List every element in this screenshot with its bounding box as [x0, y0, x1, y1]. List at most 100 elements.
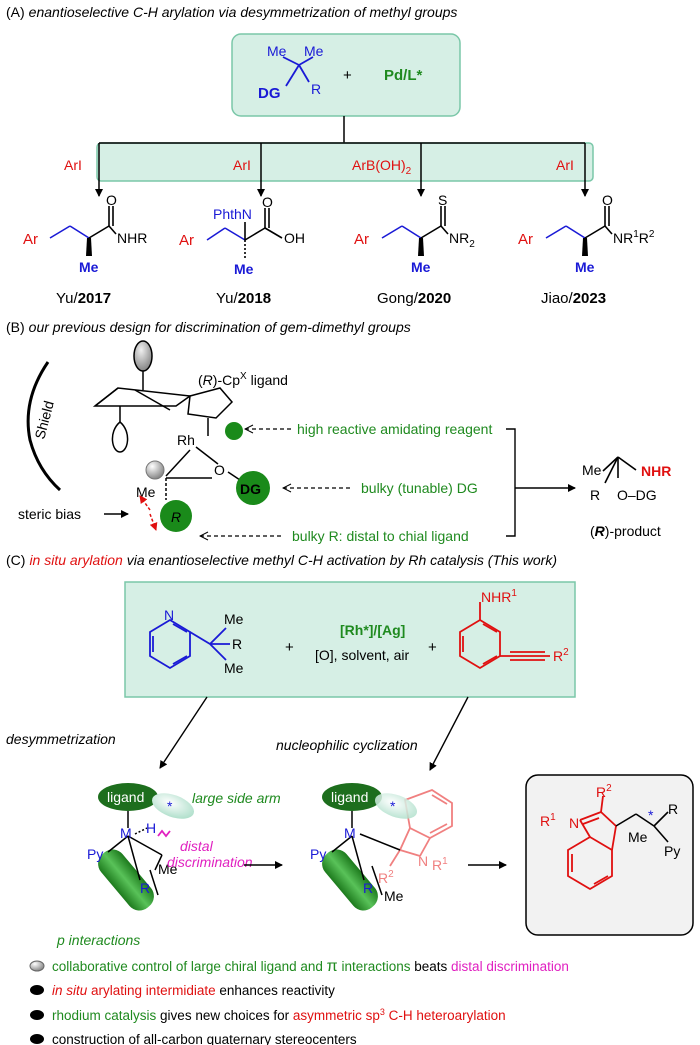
bullet-marker	[30, 1034, 44, 1044]
odg-label: O–DG	[617, 487, 657, 503]
shield-arc	[26, 361, 62, 492]
bullet-run: beats	[411, 959, 452, 974]
reagent-label: ArI	[64, 157, 82, 173]
o-label: O	[106, 192, 117, 208]
cp-label: (R)-CpX ligand	[198, 371, 288, 388]
discrimination-label: discrimination	[167, 854, 253, 870]
me-label: Me	[304, 43, 324, 59]
alkynyl-aniline	[459, 602, 550, 670]
r-label: R	[668, 801, 678, 817]
bullet-run: gives new choices for	[156, 1008, 293, 1023]
bullet-text: collaborative control of large chiral li…	[52, 958, 569, 975]
indole-product	[567, 795, 617, 891]
ligand-label: ligand	[107, 789, 144, 805]
me-label: Me	[267, 43, 287, 59]
me-label: Me	[411, 259, 431, 275]
bullet-run: enhances reactivity	[216, 983, 336, 998]
bullet-text: construction of all-carbon quaternary st…	[52, 1032, 357, 1045]
me-label: Me	[224, 611, 244, 627]
bullet-list: collaborative control of large chiral li…	[29, 958, 569, 1045]
arrow-desym	[159, 696, 208, 769]
cp-ligand	[92, 340, 234, 453]
r2-label: R2	[378, 869, 394, 886]
bullet-run: rhodium catalysis	[52, 1008, 157, 1023]
m-label: M	[120, 825, 132, 841]
rh-label: Rh	[177, 432, 195, 448]
catalyst-label: [Rh*]/[Ag]	[340, 622, 405, 638]
ar-label: Ar	[518, 231, 533, 248]
nhr1-label: NHR1	[481, 588, 517, 605]
pointer-lines	[200, 429, 350, 536]
py-label: Py	[310, 846, 326, 862]
oh-label: OH	[284, 230, 305, 246]
bullet-run: distal discrimination	[451, 959, 569, 974]
dg-ball	[236, 471, 270, 505]
distal-label: distal	[180, 838, 214, 854]
me-label: Me	[628, 829, 648, 845]
intermediate-2: N R1 R2 ligand * M Py Me R	[310, 783, 453, 911]
reagent-label: ArI	[556, 157, 574, 173]
shield-label: Shield	[31, 399, 57, 441]
ref-label: Yu/2017	[56, 290, 111, 307]
nhr-label: NHR	[641, 463, 671, 479]
bullet-marker	[30, 1010, 44, 1020]
me-label: Me	[158, 861, 178, 877]
star-label: *	[167, 798, 173, 814]
product-1: Ar O NHR Me	[23, 192, 147, 275]
r2-label: R2	[553, 647, 569, 664]
bullet-marker	[30, 985, 44, 995]
bullet-run: π	[327, 958, 338, 975]
bullet-run: C-H heteroarylation	[385, 1008, 506, 1023]
bullet-run: collaborative control of large chiral li…	[52, 959, 327, 974]
me-label: Me	[79, 259, 99, 275]
me-label: Me	[582, 462, 602, 478]
me-label: Me	[136, 484, 156, 500]
substrate-box	[231, 33, 461, 117]
n-label: N	[418, 853, 428, 869]
h-label: H	[146, 820, 156, 836]
branch-arrows	[95, 143, 589, 197]
bullet-run: construction of all-carbon quaternary st…	[52, 1032, 357, 1045]
n-label: N	[164, 607, 174, 623]
reagent-label: ArI	[233, 157, 251, 173]
r-label: R	[171, 509, 181, 525]
section-b-title: (B)our previous design for discriminatio…	[6, 319, 411, 335]
ref-label: Gong/2020	[377, 290, 451, 307]
note-dg: bulky (tunable) DG	[361, 480, 478, 496]
ar-label: Ar	[354, 231, 369, 248]
star-label: *	[390, 798, 396, 814]
amidating-reagent-ball	[225, 422, 243, 440]
pyridine-substrate	[149, 618, 230, 670]
reagent-label: ArB(OH)2	[352, 157, 412, 177]
reagent-bar	[96, 142, 594, 182]
me-label: Me	[224, 660, 244, 676]
desym-label: desymmetrization	[6, 731, 116, 747]
r-label: R	[140, 880, 150, 896]
bullet-text: in situ arylating intermidiate enhances …	[52, 983, 335, 998]
r-ball	[160, 500, 192, 532]
methyl-ball	[145, 460, 165, 480]
substrate-structure	[282, 56, 314, 87]
bias-arrow	[139, 495, 151, 511]
star-label: *	[648, 807, 654, 823]
side-arm-label: large side arm	[192, 790, 281, 806]
ligand-label: ligand	[331, 789, 368, 805]
section-c-title: (C)in situ arylation via enantioselectiv…	[6, 552, 557, 568]
bullet-run: asymmetric sp	[293, 1008, 380, 1023]
product-4: Ar O NR1R2 Me	[518, 192, 655, 275]
product-3: Ar S NR2 Me	[354, 192, 475, 275]
product-label: (R)-product	[590, 523, 661, 539]
ref-label: Yu/2018	[216, 290, 271, 307]
m-label: M	[344, 825, 356, 841]
dg-label: DG	[258, 85, 281, 102]
product-2: Ar PhthN O OH Me	[179, 194, 305, 277]
bias-arrow	[149, 513, 158, 531]
note-r: bulky R: distal to chial ligand	[292, 528, 469, 544]
s-label: S	[438, 192, 447, 208]
chelate-bonds	[165, 446, 241, 500]
r-label: R	[363, 880, 373, 896]
phthn-label: PhthN	[213, 206, 252, 222]
plus-sign: +	[343, 67, 352, 84]
ar-label: Ar	[23, 231, 38, 248]
